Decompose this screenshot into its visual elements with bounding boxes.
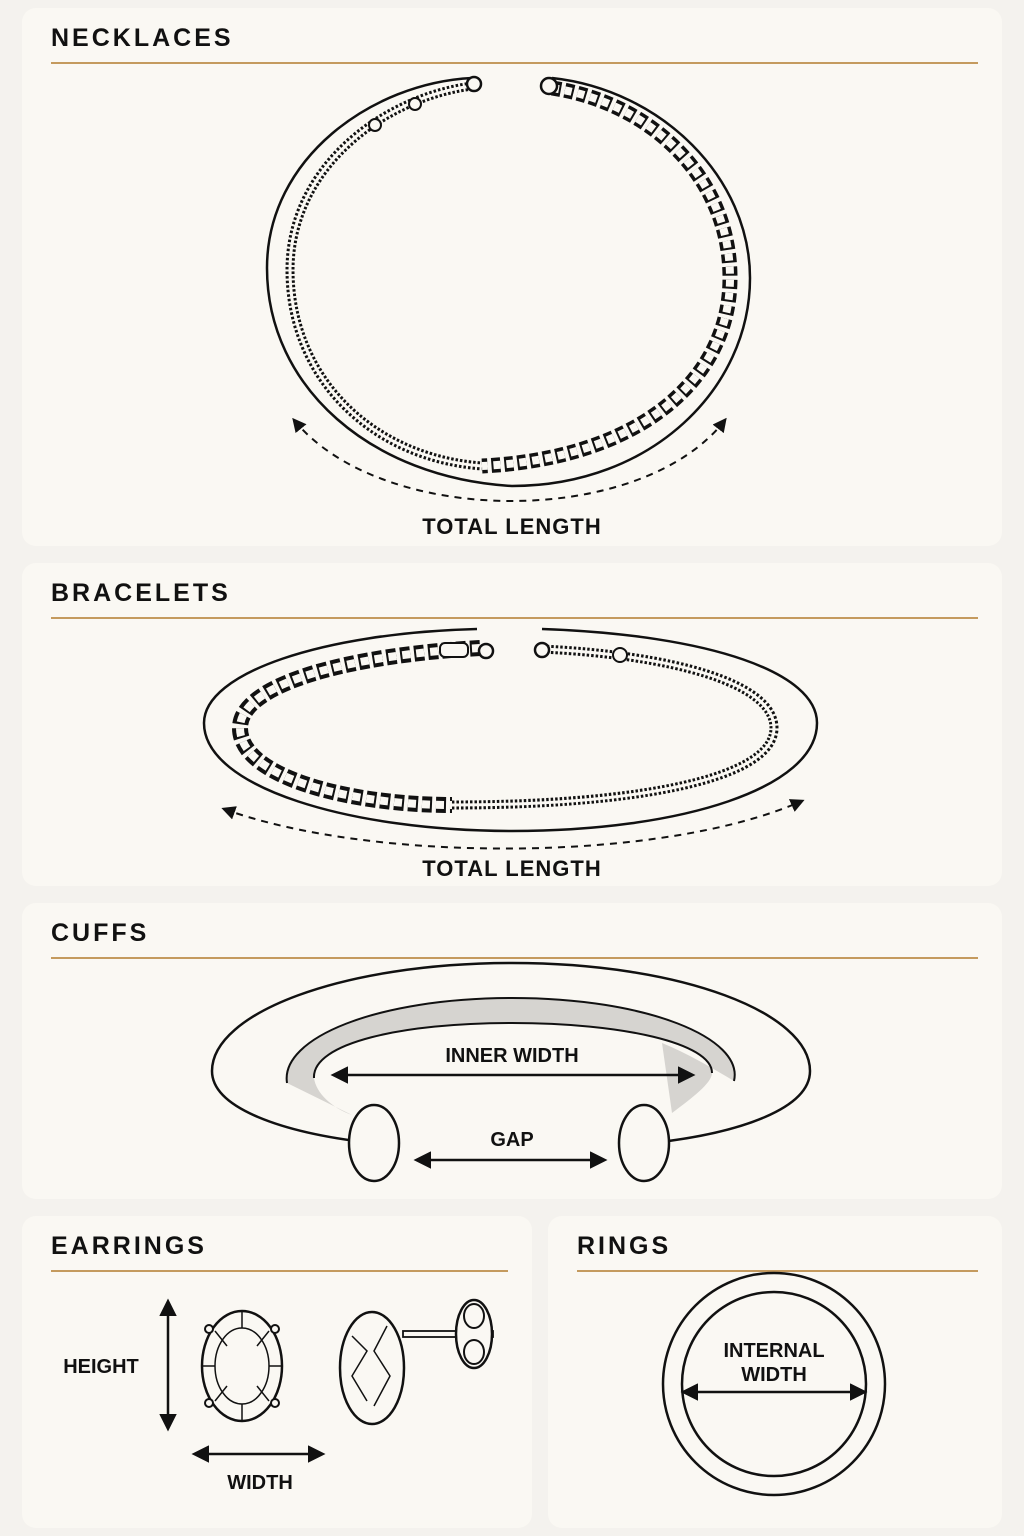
bracelet-curb-chain	[231, 640, 481, 813]
bracelet-fine-chain	[451, 644, 779, 810]
cuff-end-cap-left	[347, 1103, 401, 1183]
necklaces-panel: NECKLACES TOTAL LENGTH	[22, 8, 1002, 546]
cuffs-panel: CUFFS INNER WIDTH GAP	[22, 903, 1002, 1199]
earring-butterfly-back	[454, 1298, 494, 1370]
rings-title: RINGS	[577, 1232, 672, 1260]
necklace-jump-ring-left-2	[408, 97, 422, 111]
earring-diagram: HEIGHT WIDTH	[63, 1298, 494, 1494]
cuffs-title: CUFFS	[51, 919, 150, 947]
cuff-end-cap-right	[617, 1103, 671, 1183]
earring-height-label: HEIGHT	[63, 1356, 139, 1378]
necklace-fine-chain	[285, 81, 483, 471]
necklace-outer-band	[265, 76, 752, 488]
necklace-length-arrow	[292, 417, 727, 502]
bracelets-panel: BRACELETS TOTAL LENGTH	[22, 563, 1002, 886]
bracelet-lobster-clasp	[439, 642, 469, 658]
necklace-length-label: TOTAL LENGTH	[422, 514, 601, 539]
cuffs-title-rule	[51, 957, 978, 959]
necklace-diagram: TOTAL LENGTH	[265, 75, 752, 539]
cuff-inner-surface	[286, 998, 735, 1115]
earring-width-label: WIDTH	[227, 1472, 293, 1494]
bracelet-jump-ring-right	[612, 647, 628, 663]
bracelet-length-label: TOTAL LENGTH	[422, 856, 601, 881]
bracelet-diagram: TOTAL LENGTH	[202, 627, 819, 881]
earring-front-stone	[200, 1309, 284, 1423]
ring-diagram: INTERNAL WIDTH	[661, 1271, 887, 1497]
necklace-clasp-ring-right	[539, 76, 559, 96]
bracelet-clasp-ring-left	[477, 642, 495, 660]
bracelets-title: BRACELETS	[51, 579, 231, 607]
bracelet-length-arrow	[221, 799, 805, 850]
bracelet-outer-band	[202, 627, 819, 833]
earrings-panel: EARRINGS HEIGHT WIDTH	[22, 1216, 532, 1528]
earrings-title: EARRINGS	[51, 1232, 207, 1260]
rings-title-rule	[577, 1270, 978, 1272]
earrings-title-rule	[51, 1270, 508, 1272]
cuff-outer-body	[210, 961, 812, 1145]
earring-side-view	[338, 1298, 494, 1426]
cuff-inner-width-label: INNER WIDTH	[445, 1045, 578, 1067]
bracelet-clasp-ring-right	[533, 641, 551, 659]
cuff-gap-label: GAP	[490, 1129, 533, 1151]
necklace-clasp-ring-left	[465, 75, 483, 93]
cuff-diagram: INNER WIDTH GAP	[210, 961, 812, 1183]
ring-internal-width-label-line1: INTERNAL	[723, 1340, 824, 1362]
necklaces-title-rule	[51, 62, 978, 64]
bracelets-title-rule	[51, 617, 978, 619]
necklaces-title: NECKLACES	[51, 24, 234, 52]
necklace-jump-ring-left	[368, 118, 382, 132]
rings-panel: RINGS INTERNAL WIDTH	[548, 1216, 1002, 1528]
ring-internal-width-label-line2: WIDTH	[741, 1364, 807, 1386]
